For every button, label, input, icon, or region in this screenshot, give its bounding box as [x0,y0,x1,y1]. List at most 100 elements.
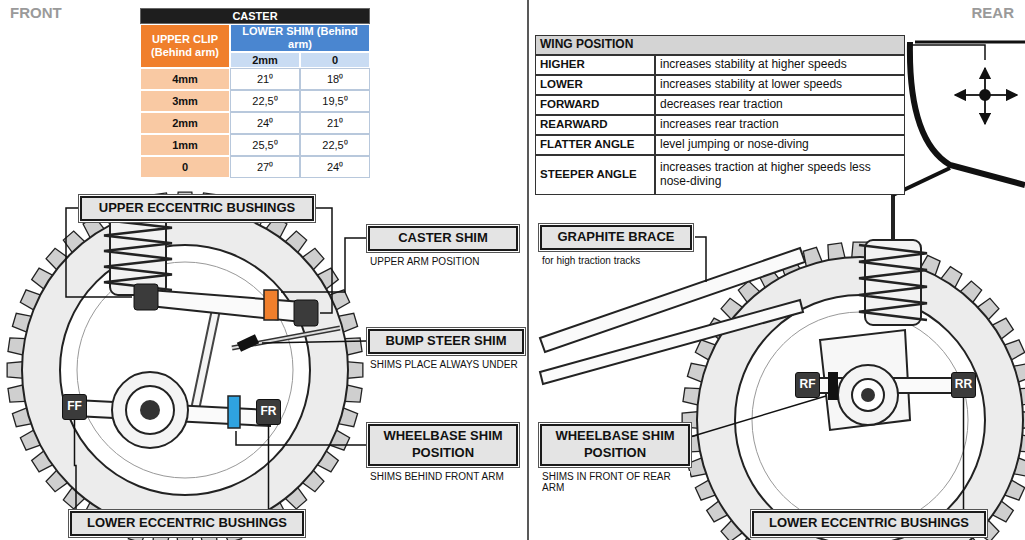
bump-steer-shim [237,334,259,352]
leader-line [268,425,270,511]
table-cell: increases stability at lower speeds [655,75,905,95]
table-cell: 19,5⁰ [300,90,370,112]
callout-title: UPPER ECCENTRIC BUSHINGS [80,196,314,221]
cell-text: UPPER CLIP (Behind arm) [145,33,225,58]
view-label: FRONT [10,4,62,21]
caster-shim [264,290,278,320]
callout-title: FF [67,399,82,415]
table-cell: increases traction at higher speeds less… [655,155,905,195]
callout-note: SHIMS BEHIND FRONT ARM [368,471,506,482]
table-cell: increases stability at higher speeds [655,55,905,75]
callout-title: FR [261,404,277,420]
front-corner [7,192,363,540]
cell-text: 0 [182,161,188,174]
wheelbase-shim [228,396,240,428]
shock-spring [104,220,172,290]
rear-wing [910,42,1025,185]
callout-box: BUMP STEER SHIMSHIMS PLACE ALWAYS UNDER [368,329,524,372]
upper-arm [150,290,302,322]
table-cell: 18⁰ [300,68,370,90]
cell-text: 21⁰ [257,73,273,86]
cell-text: 27⁰ [257,161,273,174]
table-cell: 1mm [140,134,230,156]
table-cell: 25,5⁰ [230,134,300,156]
table-cell: 2mm [140,112,230,134]
cell-text: FLATTER ANGLE [540,138,635,151]
cell-text: LOWER [540,78,583,91]
callout-title: WHEELBASE SHIM POSITION [540,424,690,466]
table-cell: 0 [140,156,230,178]
table-header: LOWER SHIM (Behind arm) [230,24,370,52]
table-cell: 24⁰ [300,156,370,178]
cell-text: REARWARD [540,118,608,131]
callout-title: WHEELBASE SHIM POSITION [368,424,518,466]
cell-text: increases traction at higher speeds less… [660,161,900,189]
bushing-tag: RF [795,372,820,398]
view-label: REAR [950,4,1018,21]
callout-box: WHEELBASE SHIM POSITION SHIMS IN FRONT OF… [540,424,690,495]
cell-text: 22,5⁰ [322,139,347,152]
cell-text: 21⁰ [327,117,343,130]
table-cell: decreases rear traction [655,95,905,115]
callout-box: UPPER ECCENTRIC BUSHINGS [80,196,314,221]
cell-text: 22,5⁰ [252,95,277,108]
table-cell: 4mm [140,68,230,90]
cell-text: increases rear traction [660,118,779,132]
callout-title: CASTER SHIM [368,226,518,251]
lower-brace [540,300,803,384]
cell-text: 2mm [172,117,198,130]
table-cell: HIGHER [535,55,655,75]
divider-line [527,0,529,540]
cell-text: level jumping or nose-diving [660,138,809,152]
cell-text: decreases rear traction [660,98,783,112]
rear-hub [838,365,898,425]
table-header: 0 [300,52,370,68]
table-cell: STEEPER ANGLE [535,155,655,195]
callout-box: CASTER SHIM UPPER ARM POSITION [368,226,518,269]
callout-note: UPPER ARM POSITION [368,256,481,267]
cell-text: 3mm [172,95,198,108]
table-header: UPPER CLIP (Behind arm) [140,24,230,68]
table-cell: level jumping or nose-diving [655,135,905,155]
table-header: CASTER [140,8,370,24]
table-cell: 24⁰ [230,112,300,134]
cell-text: 24⁰ [327,161,343,174]
table-cell: FLATTER ANGLE [535,135,655,155]
callout-title: GRAPHITE BRACE [540,225,692,250]
view-label: FRONT [6,4,66,21]
cell-text: STEEPER ANGLE [540,168,637,181]
callout-note: for high traction tracks [540,255,642,266]
table-header: WING POSITION [535,35,905,55]
cell-text: 1mm [172,139,198,152]
callout-title: RR [955,377,972,393]
callout-box: LOWER ECCENTRIC BUSHINGS [752,511,986,536]
bushing-tag: FR [256,399,281,425]
table-cell: 21⁰ [230,68,300,90]
cell-text: increases stability at lower speeds [660,78,842,92]
cell-text: LOWER SHIM (Behind arm) [235,25,365,50]
upper-bushing [294,300,318,326]
bushing-tag: RR [951,372,976,398]
cell-text: 25,5⁰ [252,139,277,152]
table-cell: 22,5⁰ [300,134,370,156]
cell-text: 18⁰ [327,73,343,86]
view-label: REAR [971,4,1014,21]
callout-note: SHIMS IN FRONT OF REAR ARM [540,471,690,493]
cell-text: 0 [332,54,338,67]
callout-box: LOWER ECCENTRIC BUSHINGS [70,511,304,536]
cell-text: 19,5⁰ [322,95,347,108]
rear-wheelbase-shim [828,372,838,400]
shock-spring [859,245,927,320]
table-cell: increases rear traction [655,115,905,135]
callout-box: WHEELBASE SHIM POSITION SHIMS BEHIND FRON… [368,424,518,484]
cell-text: CASTER [232,10,277,23]
cell-text: HIGHER [540,58,585,71]
cell-text: increases stability at higher speeds [660,58,847,72]
cell-text: WING POSITION [540,38,633,52]
callout-title: RF [800,377,816,393]
leader-line [75,420,77,511]
bushing-tag: FF [62,394,87,420]
callout-box: GRAPHITE BRACE for high traction tracks [540,225,692,268]
cell-text: 4mm [172,73,198,86]
